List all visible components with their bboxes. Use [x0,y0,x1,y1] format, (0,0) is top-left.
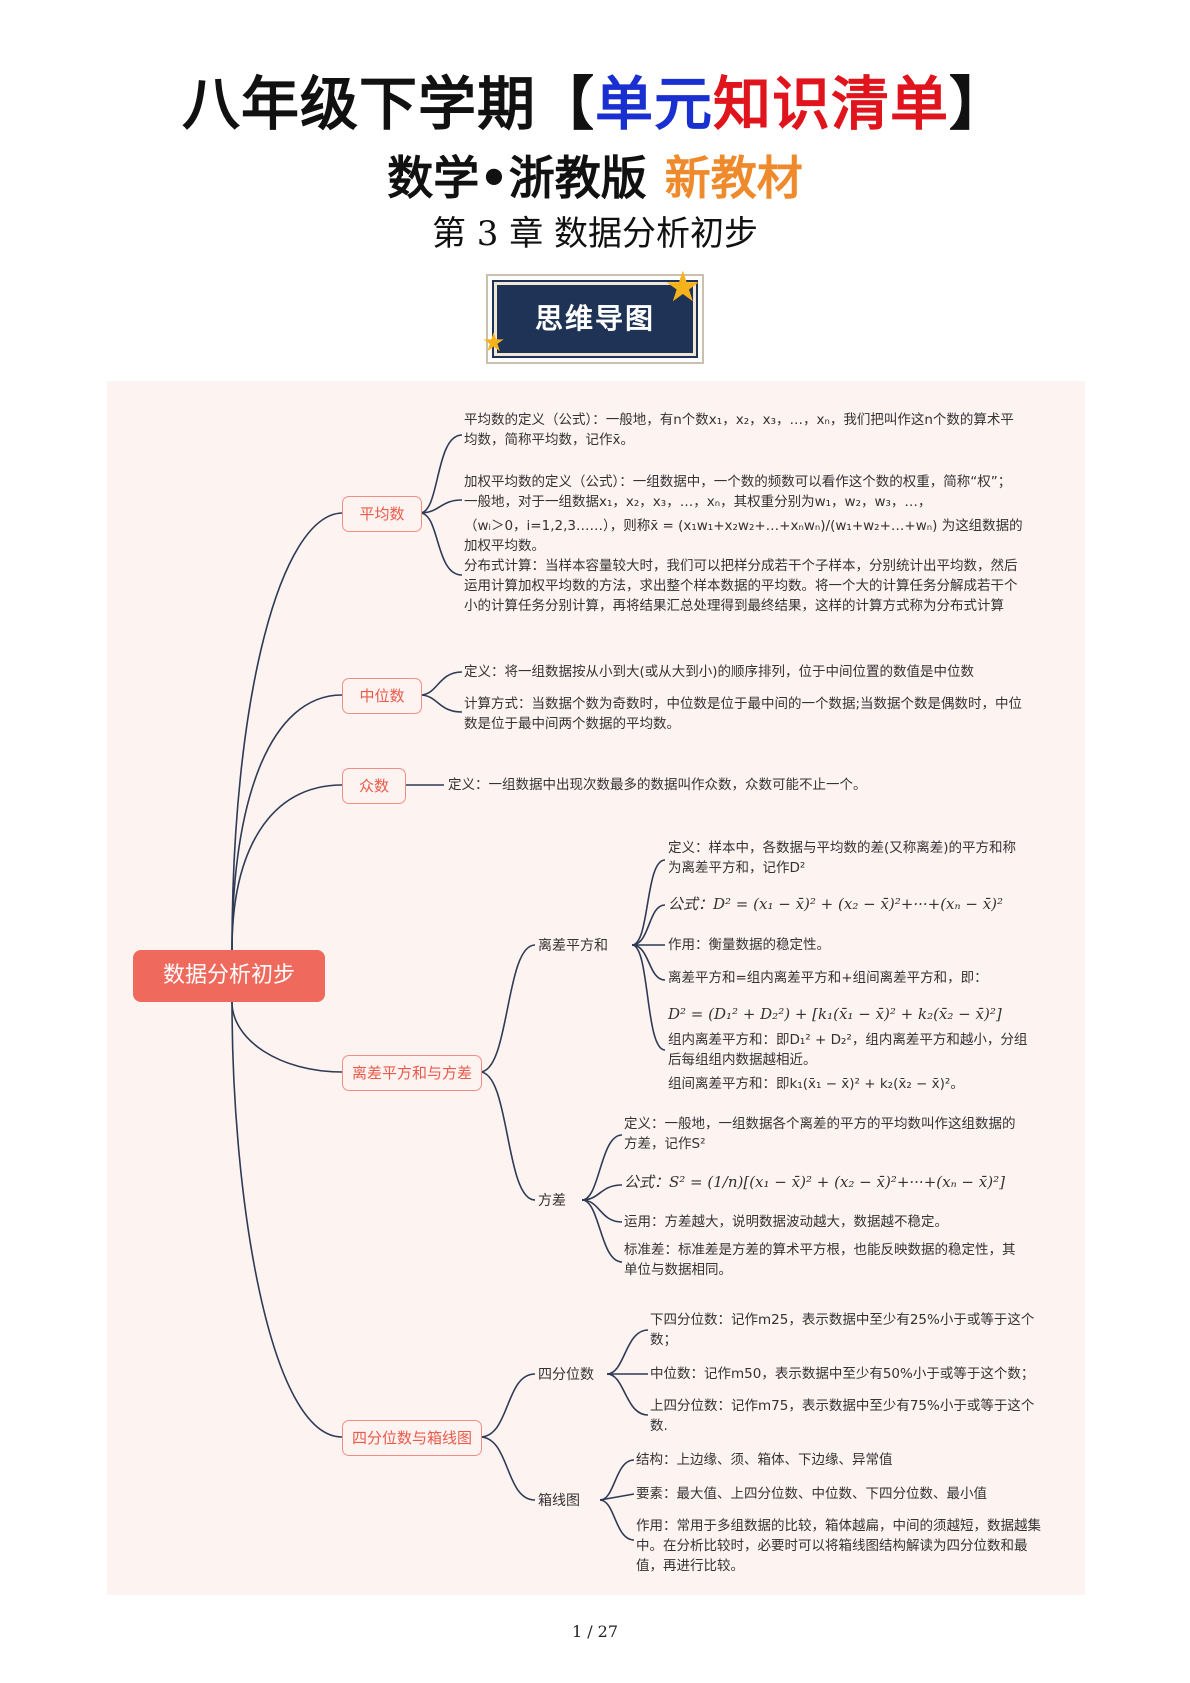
node-deviation: 离差平方和与方差 [342,1055,482,1091]
var-definition: 定义：一般地，一组数据各个离差的平方的平均数叫作这组数据的方差，记作S² [624,1116,1016,1152]
median-definition: 定义：将一组数据按从小到大(或从大到小)的顺序排列，位于中间位置的数值是中位数 [464,664,975,680]
ss-formula: 公式：D² = (x₁ − x̄)² + (x₂ − x̄)²+···+(xₙ … [668,895,1004,913]
ss-decomposition: 离差平方和=组内离差平方和+组间离差平方和，即： [668,970,988,986]
node-quartiles: 四分位数 [538,1367,594,1383]
node-mode: 众数 [342,768,406,804]
var-formula: 公式：S² = (1/n)[(x₁ − x̄)² + (x₂ − x̄)²+··… [624,1173,1005,1191]
node-median: 中位数 [342,678,422,714]
subtitle-highlight: 新教材 [664,151,803,205]
star-icon: ★ [664,262,702,311]
mean-distributed: 分布式计算：当样本容量较大时，我们可以把样分成若干个子样本，分别统计出平均数，然… [464,558,1018,614]
mode-definition: 定义：一组数据中出现次数最多的数据叫作众数，众数可能不止一个。 [448,777,867,793]
boxplot-use: 作用：常用于多组数据的比较，箱体越扁，中间的须越短，数据越集中。在分析比较时，必… [636,1518,1041,1574]
node-quartile: 四分位数与箱线图 [342,1420,482,1456]
subtitle-text: 数学•浙教版 [387,151,647,205]
title-prefix: 八年级下学期【 [181,70,595,138]
node-sum-of-squares: 离差平方和 [538,938,608,954]
mean-weighted-formula: （wᵢ＞0，i=1,2,3……），则称x̄ = (x₁w₁+x₂w₂+…+xₙw… [464,518,1023,554]
mindmap-badge: 思维导图 [492,280,698,358]
var-use: 运用：方差越大，说明数据波动越大，数据越不稳定。 [624,1214,948,1230]
quartile-lower: 下四分位数：记作m25，表示数据中至少有25%小于或等于这个数； [650,1312,1035,1348]
boxplot-elements: 要素：最大值、上四分位数、中位数、下四分位数、最小值 [636,1486,987,1502]
ss-use: 作用：衡量数据的稳定性。 [668,937,830,953]
ss-decomposition-formula: D² = (D₁² + D₂²) + [k₁(x̄₁ − x̄)² + k₂(x… [668,1005,1002,1023]
mean-weighted-def: 加权平均数的定义（公式）：一组数据中，一个数的频数可以看作这个数的权重，简称“权… [464,474,1012,510]
mindmap-root: 数据分析初步 [133,950,325,1002]
node-variance: 方差 [538,1193,566,1209]
node-mean: 平均数 [342,496,422,532]
page-title: 八年级下学期【单元知识清单】 [0,68,1190,140]
title-red: 知识清单 [713,70,950,138]
quartile-upper: 上四分位数：记作m75，表示数据中至少有75%小于或等于这个数. [650,1398,1035,1434]
page-subtitle: 数学•浙教版新教材 [0,150,1190,206]
star-icon: ★ [482,328,506,358]
page-number: 1 / 27 [571,1622,619,1641]
chapter-title: 第 3 章 数据分析初步 [431,214,759,254]
ss-definition: 定义：样本中，各数据与平均数的差(又称离差)的平方和称为离差平方和，记作D² [668,840,1017,876]
var-std: 标准差：标准差是方差的算术平方根，也能反映数据的稳定性，其单位与数据相同。 [624,1242,1016,1278]
ss-within: 组内离差平方和：即D₁² + D₂²，组内离差平方和越小，分组后每组组内数据越相… [668,1032,1028,1068]
mean-definition: 平均数的定义（公式）：一般地，有n个数x₁，x₂，x₃，…，xₙ，我们把叫作这n… [464,412,1014,448]
boxplot-structure: 结构：上边缘、须、箱体、下边缘、异常值 [636,1452,893,1468]
quartile-median: 中位数：记作m50，表示数据中至少有50%小于或等于这个数； [650,1366,1035,1382]
ss-between: 组间离差平方和：即k₁(x̄₁ − x̄)² + k₂(x̄₂ − x̄)²。 [668,1076,964,1092]
title-blue: 单元 [594,70,713,138]
median-calc: 计算方式：当数据个数为奇数时，中位数是位于最中间的一个数据;当数据个数是偶数时，… [464,696,1023,732]
node-boxplot: 箱线图 [538,1493,580,1509]
title-suffix: 】 [949,70,1009,138]
